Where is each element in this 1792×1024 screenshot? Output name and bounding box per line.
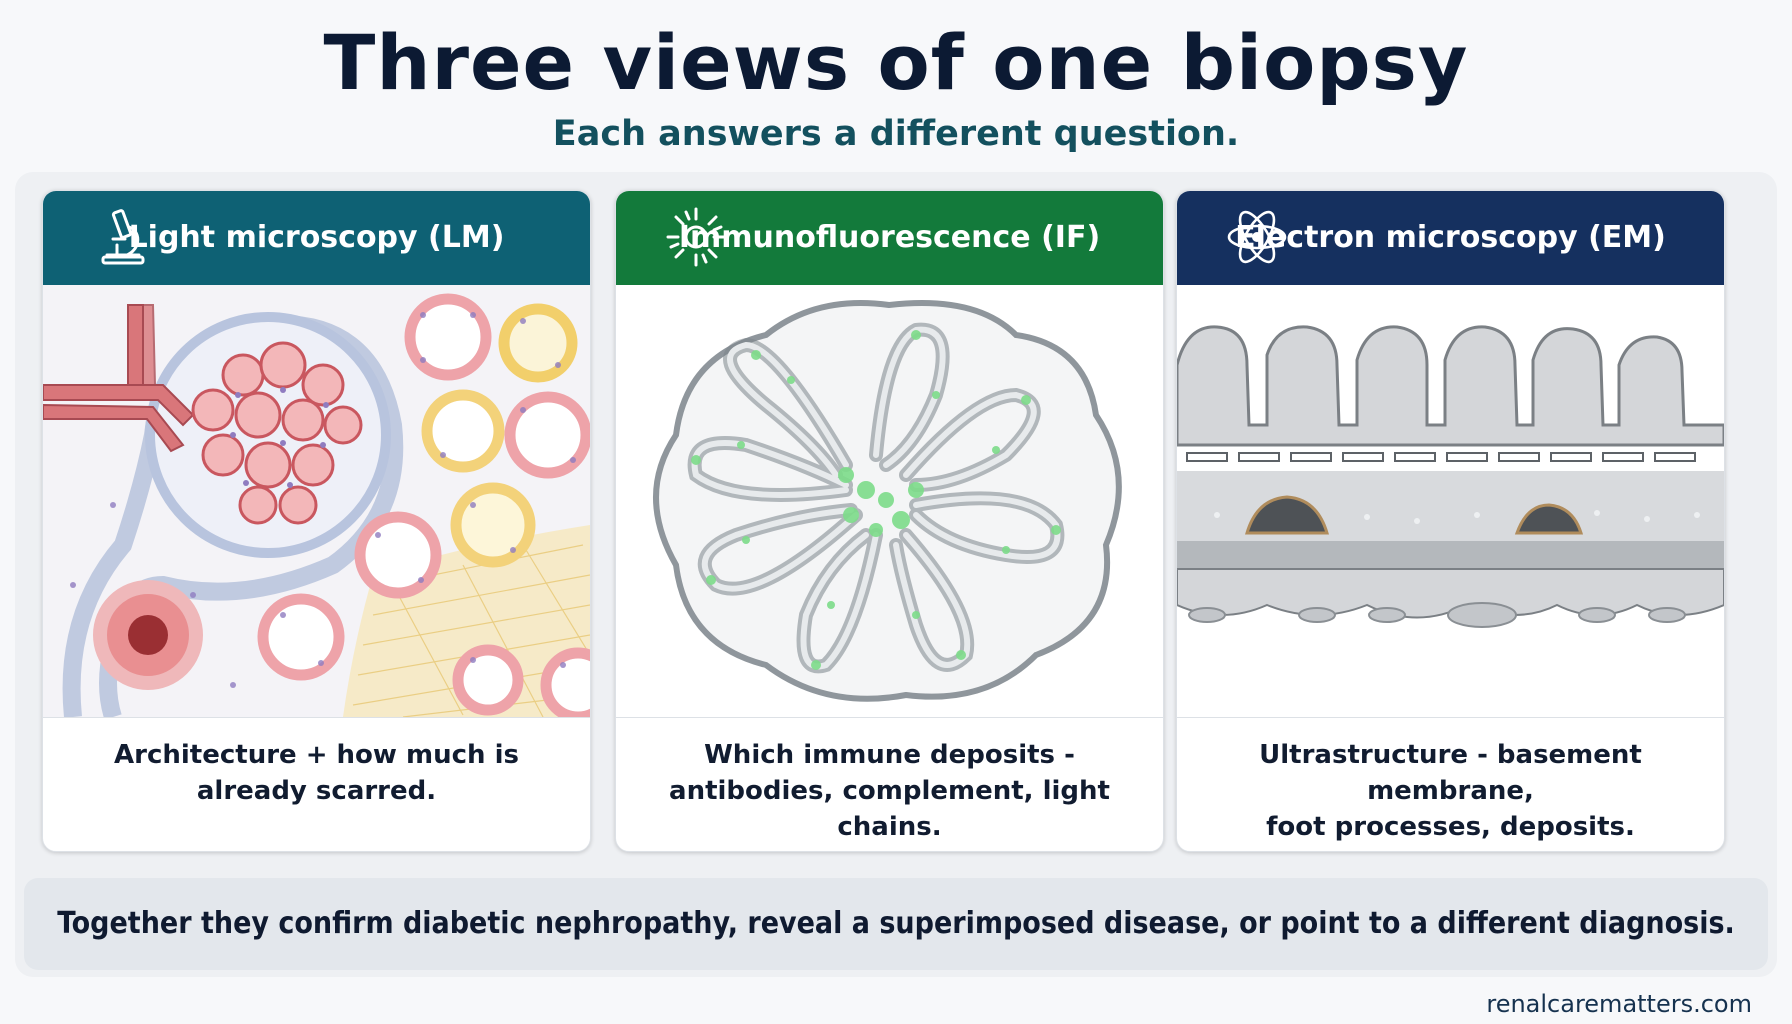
card-light-microscopy: Light microscopy (LM) bbox=[42, 190, 591, 852]
if-glomerulus-illustration bbox=[616, 285, 1163, 718]
caption-em-line1: Ultrastructure - basement membrane, bbox=[1259, 740, 1642, 806]
card-electron-microscopy: Electron microscopy (EM) bbox=[1176, 190, 1725, 852]
page-subtitle: Each answers a different question. bbox=[552, 114, 1240, 154]
em-ultrastructure-illustration bbox=[1177, 285, 1724, 718]
card-header-lm: Light microscopy (LM) bbox=[43, 191, 590, 285]
card-header-em: Electron microscopy (EM) bbox=[1177, 191, 1724, 285]
card-immunofluorescence: Immunofluorescence (IF) bbox=[615, 190, 1164, 852]
card-caption-if: Which immune deposits - antibodies, comp… bbox=[636, 737, 1143, 845]
card-heading-em: Electron microscopy (EM) bbox=[1235, 220, 1666, 255]
fluorescence-icon bbox=[666, 207, 726, 267]
summary-text: Together they confirm diabetic nephropat… bbox=[57, 906, 1735, 941]
caption-if-line1: Which immune deposits - bbox=[704, 740, 1075, 770]
website-credit[interactable]: renalcarematters.com bbox=[1486, 990, 1752, 1018]
card-heading-lm: Light microscopy (LM) bbox=[128, 220, 505, 255]
summary-banner bbox=[24, 878, 1768, 970]
page-title: Three views of one biopsy bbox=[323, 18, 1469, 107]
microscope-icon bbox=[101, 209, 145, 265]
card-header-if: Immunofluorescence (IF) bbox=[616, 191, 1163, 285]
caption-em-line2: foot processes, deposits. bbox=[1266, 812, 1635, 842]
caption-lm-line2: already scarred. bbox=[196, 776, 437, 806]
card-heading-if: Immunofluorescence (IF) bbox=[678, 220, 1101, 255]
lm-tissue-illustration bbox=[43, 285, 590, 723]
caption-if-line2: antibodies, complement, light chains. bbox=[669, 776, 1110, 842]
card-caption-em: Ultrastructure - basement membrane, foot… bbox=[1197, 737, 1704, 845]
caption-lm-line1: Architecture + how much is bbox=[114, 740, 519, 770]
card-caption-lm: Architecture + how much is already scarr… bbox=[63, 737, 570, 809]
atom-icon bbox=[1227, 210, 1287, 264]
